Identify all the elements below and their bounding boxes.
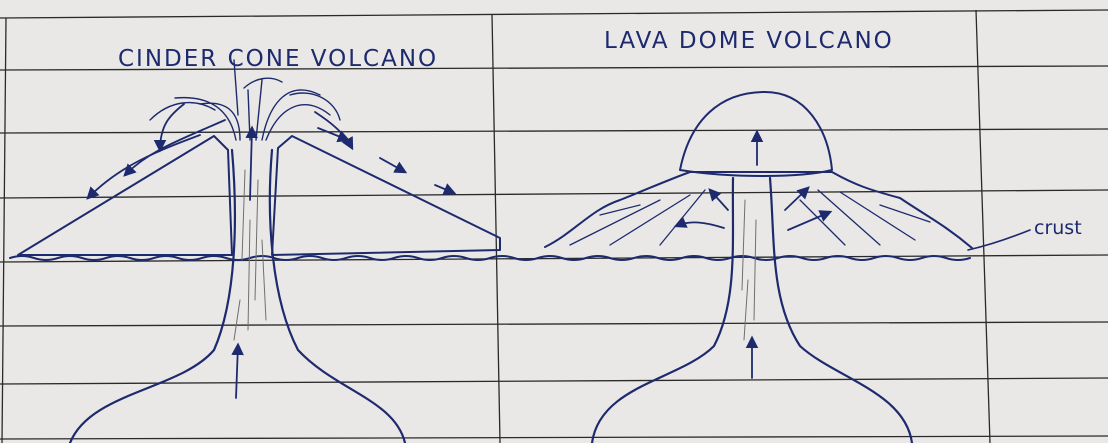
- cinder-plume: [150, 60, 340, 140]
- lava-dome-cap: [680, 92, 832, 176]
- lava-dome-mountain-outline: [545, 172, 972, 248]
- cinder-conduit-left-wall: [70, 150, 235, 443]
- lava-dome-conduit-shading: [742, 200, 756, 340]
- cinder-arrows: [88, 104, 454, 398]
- cinder-cone-title: CINDER CONE VOLCANO: [118, 46, 438, 72]
- lava-dome-conduit-right-wall: [770, 178, 912, 443]
- crust-label: crust: [1034, 217, 1082, 239]
- cinder-conduit-right-wall: [270, 150, 405, 443]
- crust-pointer-line: [968, 230, 1030, 250]
- lava-dome-conduit-left-wall: [592, 178, 733, 443]
- lava-dome-title: LAVA DOME VOLCANO: [604, 28, 894, 54]
- cinder-cone-left-slope: [18, 136, 232, 255]
- ruled-lines: [0, 10, 1108, 443]
- lava-dome-arrows: [676, 132, 830, 378]
